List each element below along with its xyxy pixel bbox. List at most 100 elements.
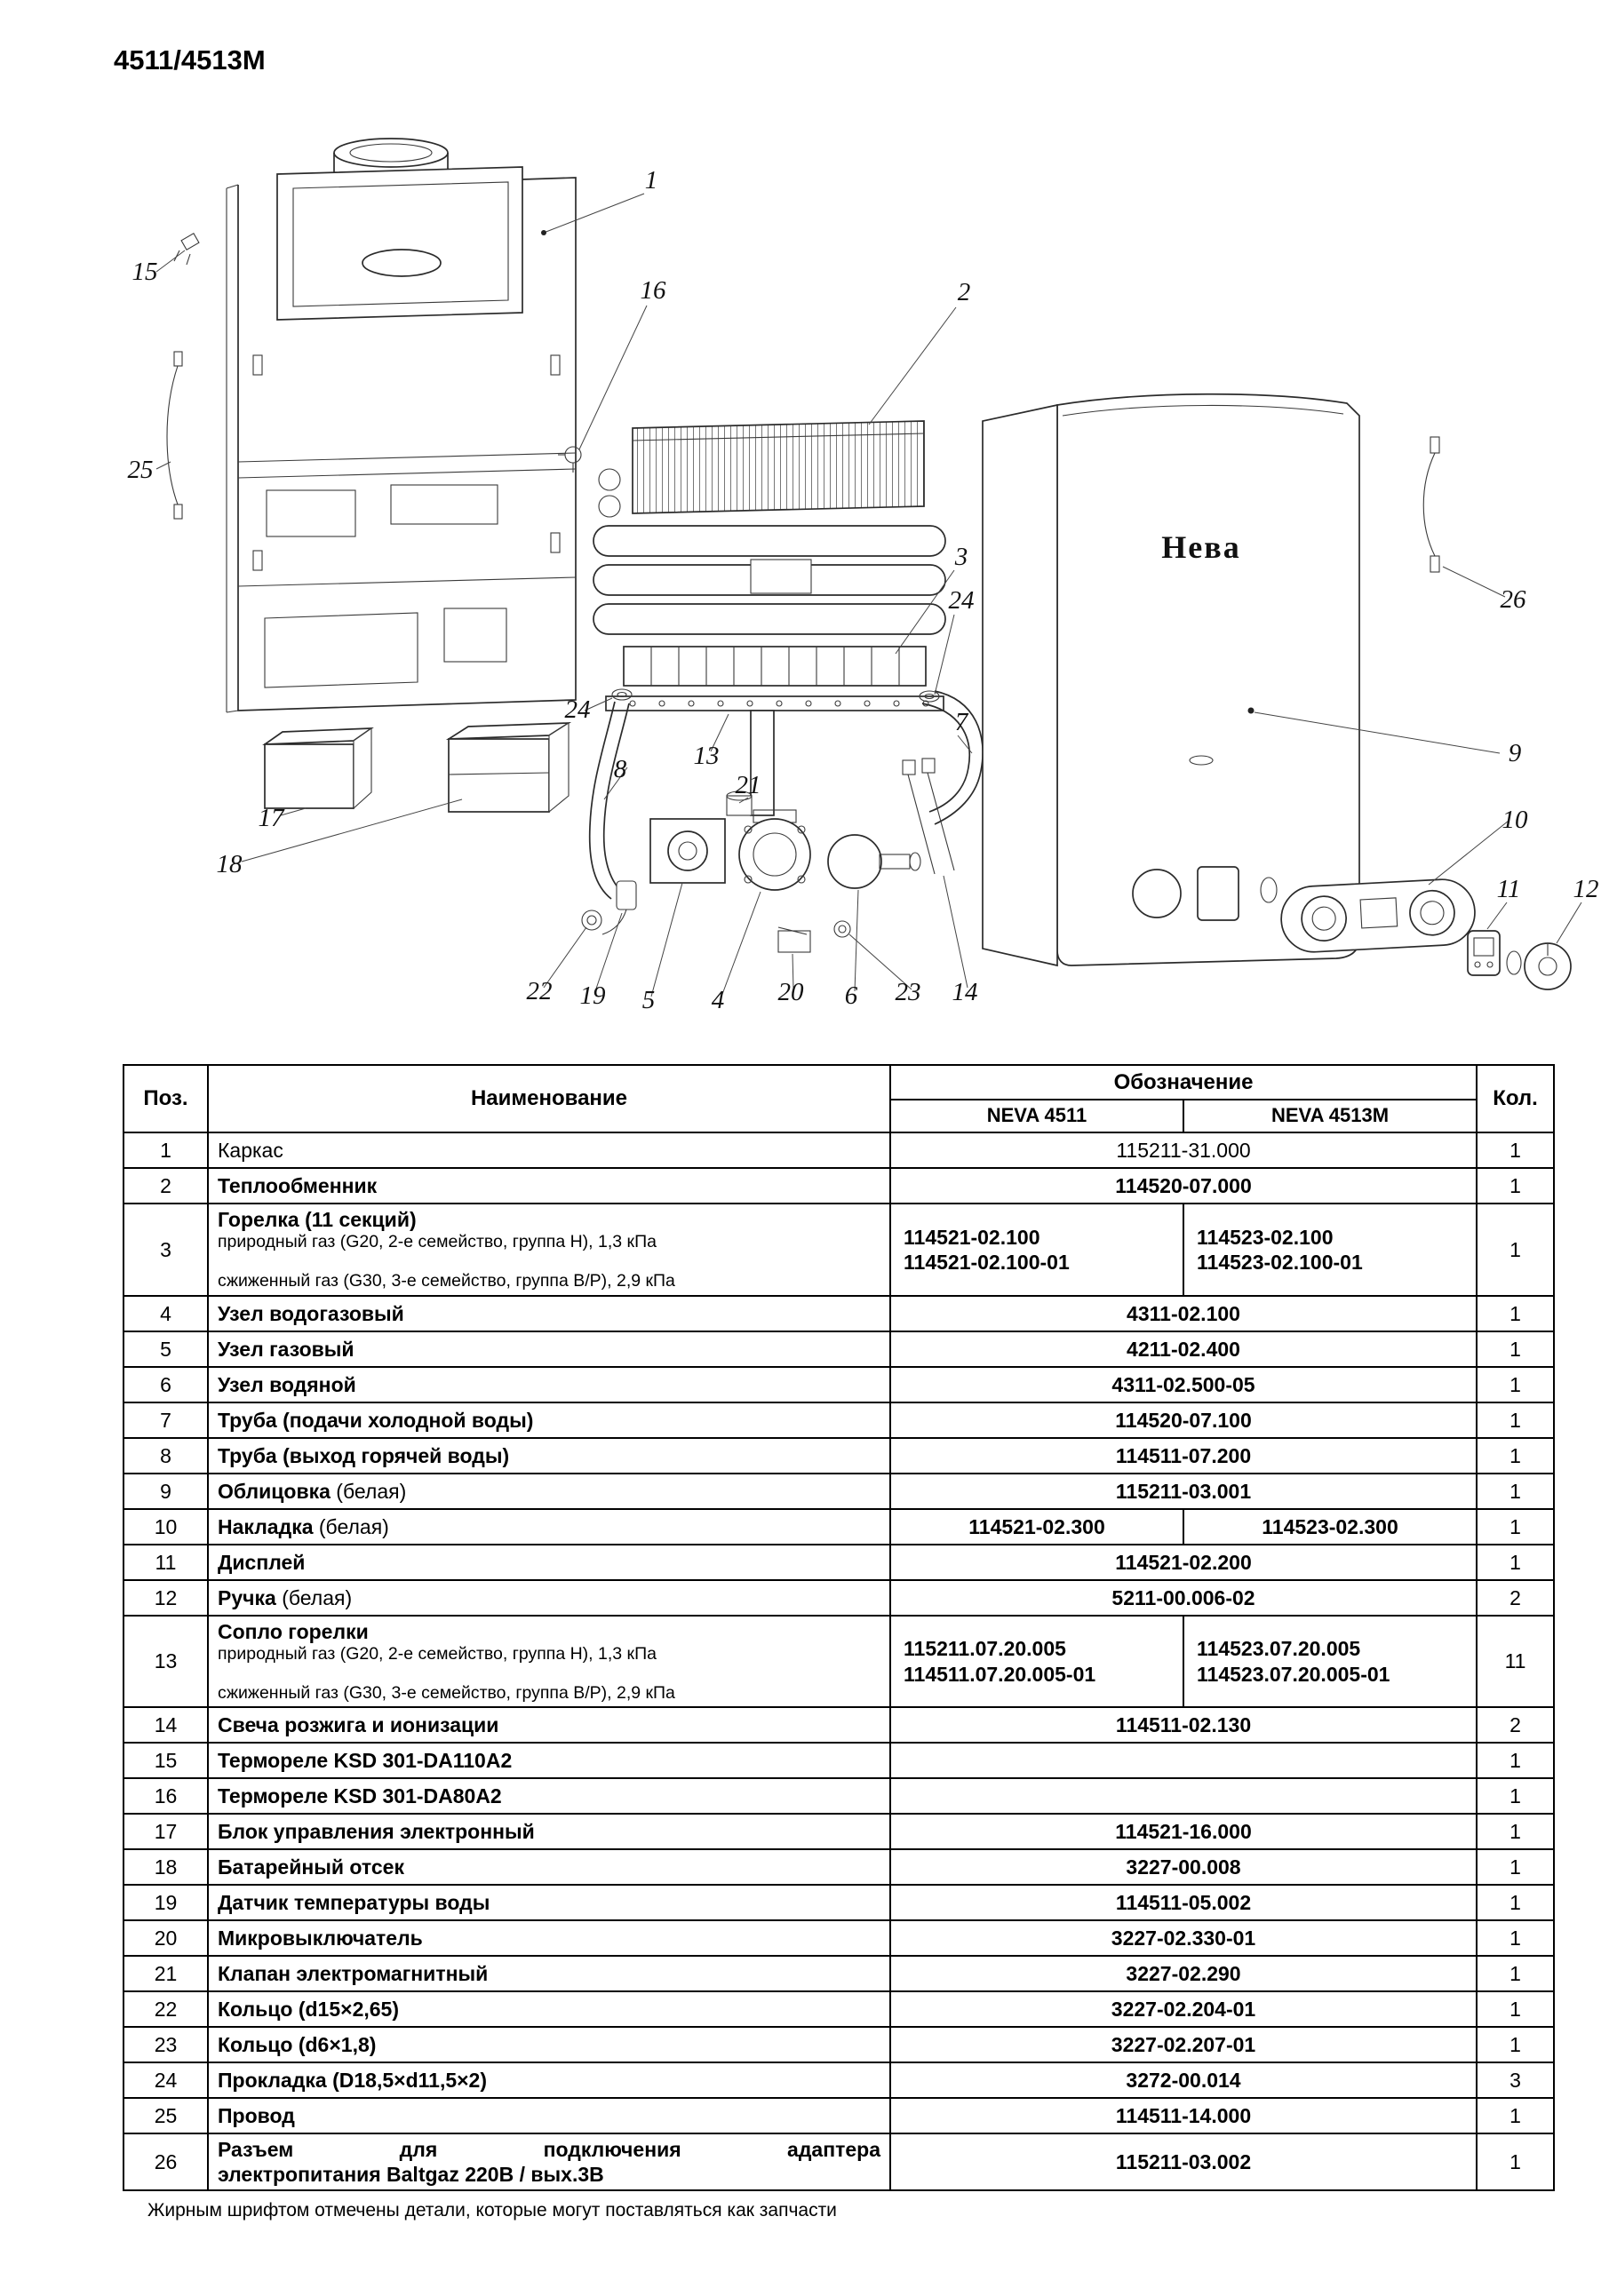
callout-26: 26 xyxy=(1501,585,1527,614)
control-unit xyxy=(262,727,374,810)
cell-qty: 2 xyxy=(1476,1578,1556,1617)
cell-name: Датчик температуры воды xyxy=(207,1884,891,1922)
casing: Нева xyxy=(982,393,1360,967)
callout-9: 9 xyxy=(1509,739,1522,767)
cell-name: Блок управления электронный xyxy=(207,1813,891,1851)
callout-11: 11 xyxy=(1497,875,1521,903)
cell-qty: 1 xyxy=(1476,1507,1556,1545)
callout-24: 24 xyxy=(565,695,591,724)
cell-name: Узел водогазовый xyxy=(207,1294,891,1332)
cell-pos: 25 xyxy=(123,2097,209,2135)
cell-qty: 1 xyxy=(1476,1436,1556,1474)
cell-qty: 1 xyxy=(1476,1919,1556,1958)
cell-pos: 17 xyxy=(123,1813,209,1851)
callout-10: 10 xyxy=(1502,806,1529,834)
cell-designation: 5211-00.006-02 xyxy=(888,1578,1478,1617)
temperature-sensor xyxy=(601,880,637,935)
cell-pos: 4 xyxy=(123,1294,209,1332)
cell-designation: 3227-02.207-01 xyxy=(888,2026,1478,2064)
cell-name: Ручка (белая) xyxy=(207,1578,891,1617)
cell-pos: 3 xyxy=(123,1203,209,1297)
callout-13: 13 xyxy=(694,742,720,770)
brand-label: Нева xyxy=(1161,529,1240,565)
cell-pos: 2 xyxy=(123,1167,209,1205)
cell-designation: 4311-02.500-05 xyxy=(888,1365,1478,1403)
parts-table: Поз. Наименование Обозначение Кол. NEVA … xyxy=(123,1063,1556,2192)
frame-assembly xyxy=(226,138,577,713)
cell-pos: 8 xyxy=(123,1436,209,1474)
cell-pos: 20 xyxy=(123,1919,209,1958)
col-header-pos: Поз. xyxy=(123,1063,209,1134)
cell-designation: 114521-02.200 xyxy=(888,1543,1478,1581)
cell-name: Провод xyxy=(207,2097,891,2135)
cell-pos: 15 xyxy=(123,1742,209,1780)
callout-20: 20 xyxy=(778,978,805,1006)
cell-name: Узел газовый xyxy=(207,1330,891,1368)
exploded-view-diagram: Нева xyxy=(128,138,1599,1014)
cell-pos: 26 xyxy=(123,2133,209,2192)
cell-designation: 115211-03.002 xyxy=(888,2133,1478,2192)
battery-compartment xyxy=(445,721,572,814)
cell-qty: 1 xyxy=(1476,1472,1556,1510)
microswitch xyxy=(777,926,811,953)
parts-table-header: Поз. Наименование Обозначение Кол. NEVA … xyxy=(123,1063,1556,1134)
callout-12: 12 xyxy=(1573,875,1599,903)
callout-1: 1 xyxy=(645,166,658,195)
cell-designation: 4211-02.400 xyxy=(888,1330,1478,1368)
cell-name: Труба (подачи холодной воды) xyxy=(207,1401,891,1439)
cell-designation: 114521-16.000 xyxy=(888,1813,1478,1851)
callout-4: 4 xyxy=(712,986,725,1014)
display-part xyxy=(1467,930,1501,976)
cell-designation: 115211-31.000 xyxy=(888,1132,1478,1170)
cell-qty: 1 xyxy=(1476,1203,1556,1297)
cell-qty: 1 xyxy=(1476,1955,1556,1993)
cell-qty: 1 xyxy=(1476,1813,1556,1851)
cell-qty: 1 xyxy=(1476,1777,1556,1815)
water-gas-unit xyxy=(738,809,811,891)
gasket-washers xyxy=(611,688,940,703)
cell-pos: 22 xyxy=(123,1990,209,2029)
cell-designation: 3272-00.014 xyxy=(888,2062,1478,2100)
cell-pos: 13 xyxy=(123,1614,209,1709)
callout-18: 18 xyxy=(217,850,243,878)
cell-pos: 19 xyxy=(123,1884,209,1922)
cell-designation: 4311-02.100 xyxy=(888,1294,1478,1332)
col-header-designation: Обозначение xyxy=(888,1063,1478,1101)
cell-name: Термореле KSD 301-DA110A2 xyxy=(207,1742,891,1780)
cell-qty: 1 xyxy=(1476,1401,1556,1439)
cell-pos: 5 xyxy=(123,1330,209,1368)
gas-unit xyxy=(649,818,726,884)
callout-21: 21 xyxy=(736,771,761,799)
heat-exchanger xyxy=(593,420,946,816)
wire-25 xyxy=(166,351,183,520)
col-header-qty: Кол. xyxy=(1476,1063,1556,1134)
cell-designation: 3227-02.290 xyxy=(888,1955,1478,1993)
callout-24: 24 xyxy=(949,586,975,615)
cell-designation: 3227-00.008 xyxy=(888,1848,1478,1887)
cell-designation: 114520-07.100 xyxy=(888,1401,1478,1439)
cell-pos: 14 xyxy=(123,1706,209,1744)
cell-name: Накладка (белая) xyxy=(207,1507,891,1545)
callout-23: 23 xyxy=(896,978,921,1006)
cell-qty: 1 xyxy=(1476,1742,1556,1780)
callout-8: 8 xyxy=(614,755,627,783)
cell-pos: 1 xyxy=(123,1132,209,1170)
cell-name: Кольцо (d6×1,8) xyxy=(207,2026,891,2064)
cell-designation: 114511-14.000 xyxy=(888,2097,1478,2135)
cell-name: Горелка (11 секций)природный газ (G20, 2… xyxy=(207,1203,891,1297)
leader-lines xyxy=(155,193,1582,997)
adapter-connector xyxy=(1422,436,1440,573)
